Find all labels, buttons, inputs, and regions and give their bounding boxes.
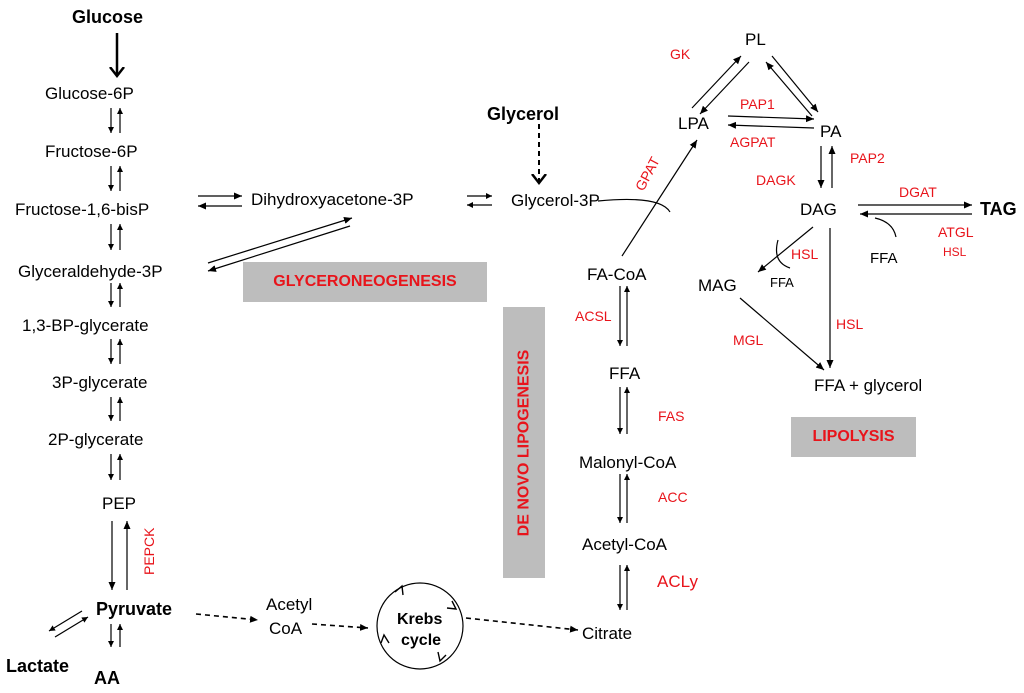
hsl-dag-enzyme: HSL — [791, 246, 819, 262]
acsl-enzyme: ACSL — [575, 308, 612, 324]
dihydroxyacetone-3p-label: Dihydroxyacetone-3P — [251, 190, 414, 209]
glycerol-label: Glycerol — [487, 104, 560, 124]
malonyl-coa-label: Malonyl-CoA — [579, 453, 677, 472]
glucose-label: Glucose — [72, 7, 144, 27]
gk-enzyme: GK — [670, 46, 691, 62]
mgl-enzyme: MGL — [733, 332, 764, 348]
dagk-enzyme: DAGK — [756, 172, 796, 188]
acetyl-coa-line2: CoA — [269, 619, 303, 638]
agpat-enzyme: AGPAT — [730, 134, 776, 150]
pap1-enzyme: PAP1 — [740, 96, 775, 112]
fructose-bisp-label: Fructose-1,6-bisP — [15, 200, 150, 219]
de-novo-lipogenesis-box: DE NOVO LIPOGENESIS — [503, 307, 545, 578]
pepck-enzyme: PEPCK — [141, 527, 157, 575]
dgat-enzyme: DGAT — [899, 184, 937, 200]
ffa-glycerol-label: FFA + glycerol — [814, 376, 923, 395]
aa-label: AA — [94, 668, 120, 688]
tag-label: TAG — [980, 199, 1017, 219]
pl-label: PL — [745, 30, 766, 49]
pap2-enzyme: PAP2 — [850, 150, 885, 166]
pyruvate-label: Pyruvate — [96, 599, 173, 619]
krebs-line1: Krebs — [397, 611, 443, 628]
glucose-6p-label: Glucose-6P — [45, 84, 134, 103]
mag-label: MAG — [698, 276, 737, 295]
lactate-label: Lactate — [6, 656, 70, 676]
acetyl-coa-label: Acetyl-CoA — [582, 535, 668, 554]
krebs-line2: cycle — [401, 632, 442, 649]
3p-glycerate-label: 3P-glycerate — [52, 373, 148, 392]
hsl-atgl-enzyme: HSL — [943, 245, 967, 259]
ffa-mag-label: FFA — [770, 275, 794, 290]
lpa-label: LPA — [678, 114, 709, 133]
dag-label: DAG — [800, 200, 837, 219]
acly-enzyme: ACLy — [657, 572, 698, 591]
fas-enzyme: FAS — [658, 408, 685, 424]
fa-coa-label: FA-CoA — [587, 265, 647, 284]
citrate-label: Citrate — [582, 624, 633, 643]
acc-enzyme: ACC — [658, 489, 688, 505]
ffa-dag-label: FFA — [870, 250, 898, 267]
pa-label: PA — [820, 122, 842, 141]
pep-label: PEP — [102, 494, 137, 513]
fructose-6p-label: Fructose-6P — [45, 142, 138, 161]
hsl-mag-enzyme: HSL — [836, 316, 864, 332]
de-novo-lipogenesis-label: DE NOVO LIPOGENESIS — [515, 349, 533, 536]
glyceraldehyde-3p-label: Glyceraldehyde-3P — [18, 262, 163, 281]
lipolysis-box: LIPOLYSIS — [791, 417, 916, 457]
glycerol-3p-label: Glycerol-3P — [511, 191, 600, 210]
acetyl-coa-line1: Acetyl — [266, 595, 313, 614]
bp-glycerate-label: 1,3-BP-glycerate — [22, 316, 149, 335]
atgl-enzyme: ATGL — [938, 224, 974, 240]
2p-glycerate-label: 2P-glycerate — [48, 430, 144, 449]
ffa-label: FFA — [609, 364, 641, 383]
glyceroneogenesis-box: GLYCERONEOGENESIS — [243, 262, 487, 302]
